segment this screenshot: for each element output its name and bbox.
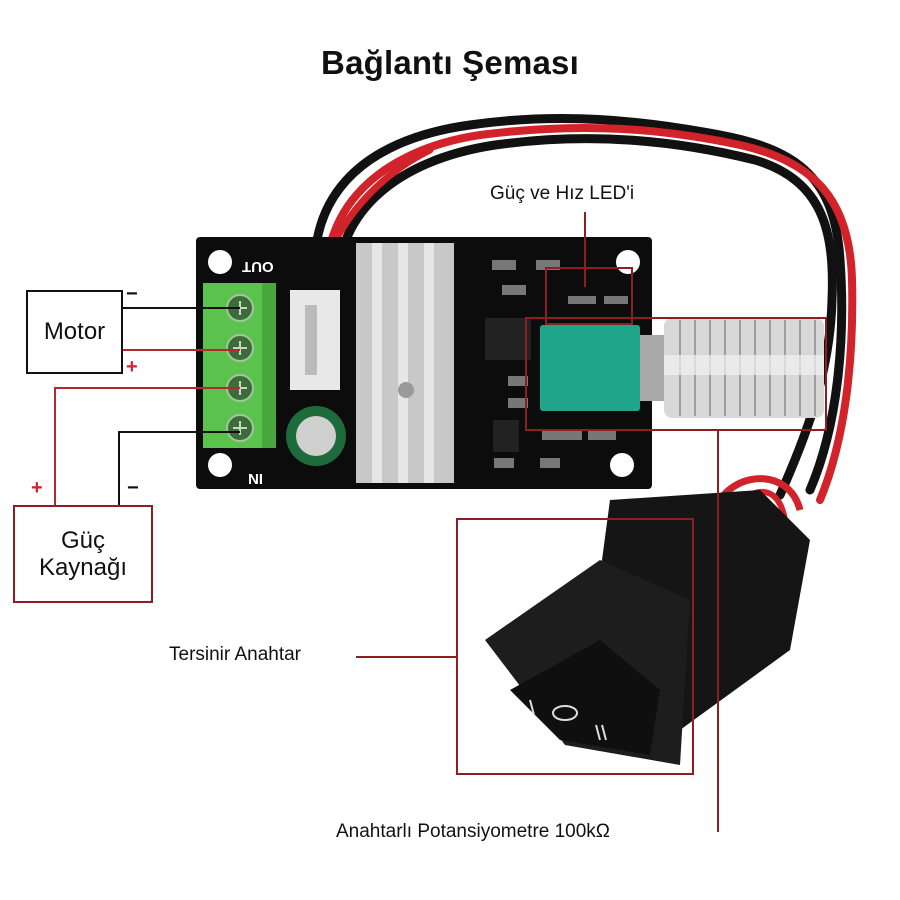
heat-sink <box>356 243 454 483</box>
potentiometer <box>540 318 824 418</box>
potentiometer-label: Anahtarlı Potansiyometre 100kΩ <box>336 821 611 842</box>
motor-positive-sign: + <box>126 356 138 378</box>
callout-lines <box>356 212 827 832</box>
wire-connector <box>290 290 340 390</box>
reversing-switch-label: Tersinir Anahtar <box>169 644 302 665</box>
power-supply-label-line1: Güç <box>60 527 105 554</box>
capacitor <box>286 406 346 466</box>
motor-box: Motor <box>26 290 123 374</box>
led-callout-label: Güç ve Hız LED'i <box>490 183 635 204</box>
smd-components <box>485 260 628 468</box>
supply-positive-sign: + <box>31 477 43 499</box>
motor-negative-sign: − <box>126 283 138 305</box>
power-supply-label-line2: Kaynağı <box>38 554 128 581</box>
supply-negative-sign: − <box>127 477 139 499</box>
power-supply-box: Güç Kaynağı <box>13 505 153 603</box>
screw-terminal <box>203 283 276 448</box>
motor-label: Motor <box>43 318 106 345</box>
page-title: Bağlantı Şeması <box>321 44 579 81</box>
supply-wires <box>54 387 240 507</box>
silkscreen-out: OUT <box>242 258 274 275</box>
silkscreen-in: IN <box>248 470 263 487</box>
motor-wires <box>123 307 240 351</box>
rocker-switch <box>485 490 810 765</box>
